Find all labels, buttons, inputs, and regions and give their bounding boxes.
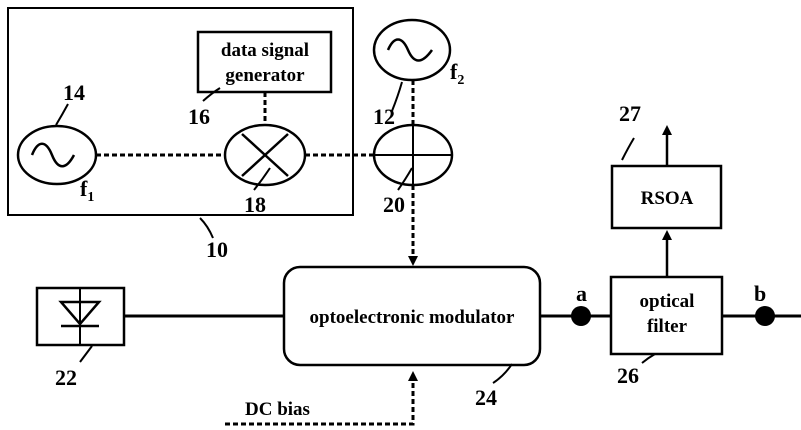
diode-icon	[58, 300, 102, 326]
leader-24	[492, 363, 513, 384]
sine-wave-icon	[30, 142, 76, 168]
node-a-label: a	[576, 281, 587, 306]
oscillator-12	[372, 18, 452, 82]
node-b-dot	[755, 306, 775, 326]
leader-20	[397, 167, 413, 191]
ref-number-14: 14	[63, 80, 85, 105]
ref-number-10: 10	[206, 237, 228, 262]
dc-bias-line	[225, 371, 418, 426]
ref-number-27: 27	[619, 101, 641, 126]
leader-27	[621, 137, 635, 161]
leader-18	[253, 167, 271, 191]
sine-wave-icon-2	[386, 38, 434, 62]
data-signal-generator-label-line1: data signal	[221, 40, 309, 61]
multiply-cross-icon-stroke	[241, 133, 289, 177]
enclosure-10	[7, 7, 354, 216]
ref-number-26: 26	[617, 363, 639, 388]
ref-number-12: 12	[373, 104, 395, 129]
leader-16	[202, 87, 221, 102]
optoelectronic-modulator-label: optoelectronic modulator	[310, 307, 515, 328]
rsoa-label: RSOA	[641, 188, 694, 209]
ref-number-22: 22	[55, 365, 77, 390]
ref-number-18: 18	[244, 192, 266, 217]
leader-12	[391, 81, 403, 112]
data-signal-generator-label-line2: generator	[225, 65, 305, 86]
frequency-f1-label: f1	[80, 176, 94, 205]
dc-bias-label: DC bias	[245, 399, 310, 420]
leader-26	[641, 353, 656, 364]
ref-number-24: 24	[475, 385, 497, 410]
node-b-label: b	[754, 281, 766, 306]
ref-number-20: 20	[383, 192, 405, 217]
leader-22	[79, 345, 93, 363]
leader-14	[55, 103, 69, 126]
frequency-f2-label: f2	[450, 59, 464, 88]
node-a-dot	[571, 306, 591, 326]
optical-filter-label-line2: filter	[647, 316, 688, 337]
optical-filter-label-line1: optical	[640, 291, 695, 312]
ref-number-16: 16	[188, 104, 210, 129]
leader-10	[199, 217, 214, 239]
